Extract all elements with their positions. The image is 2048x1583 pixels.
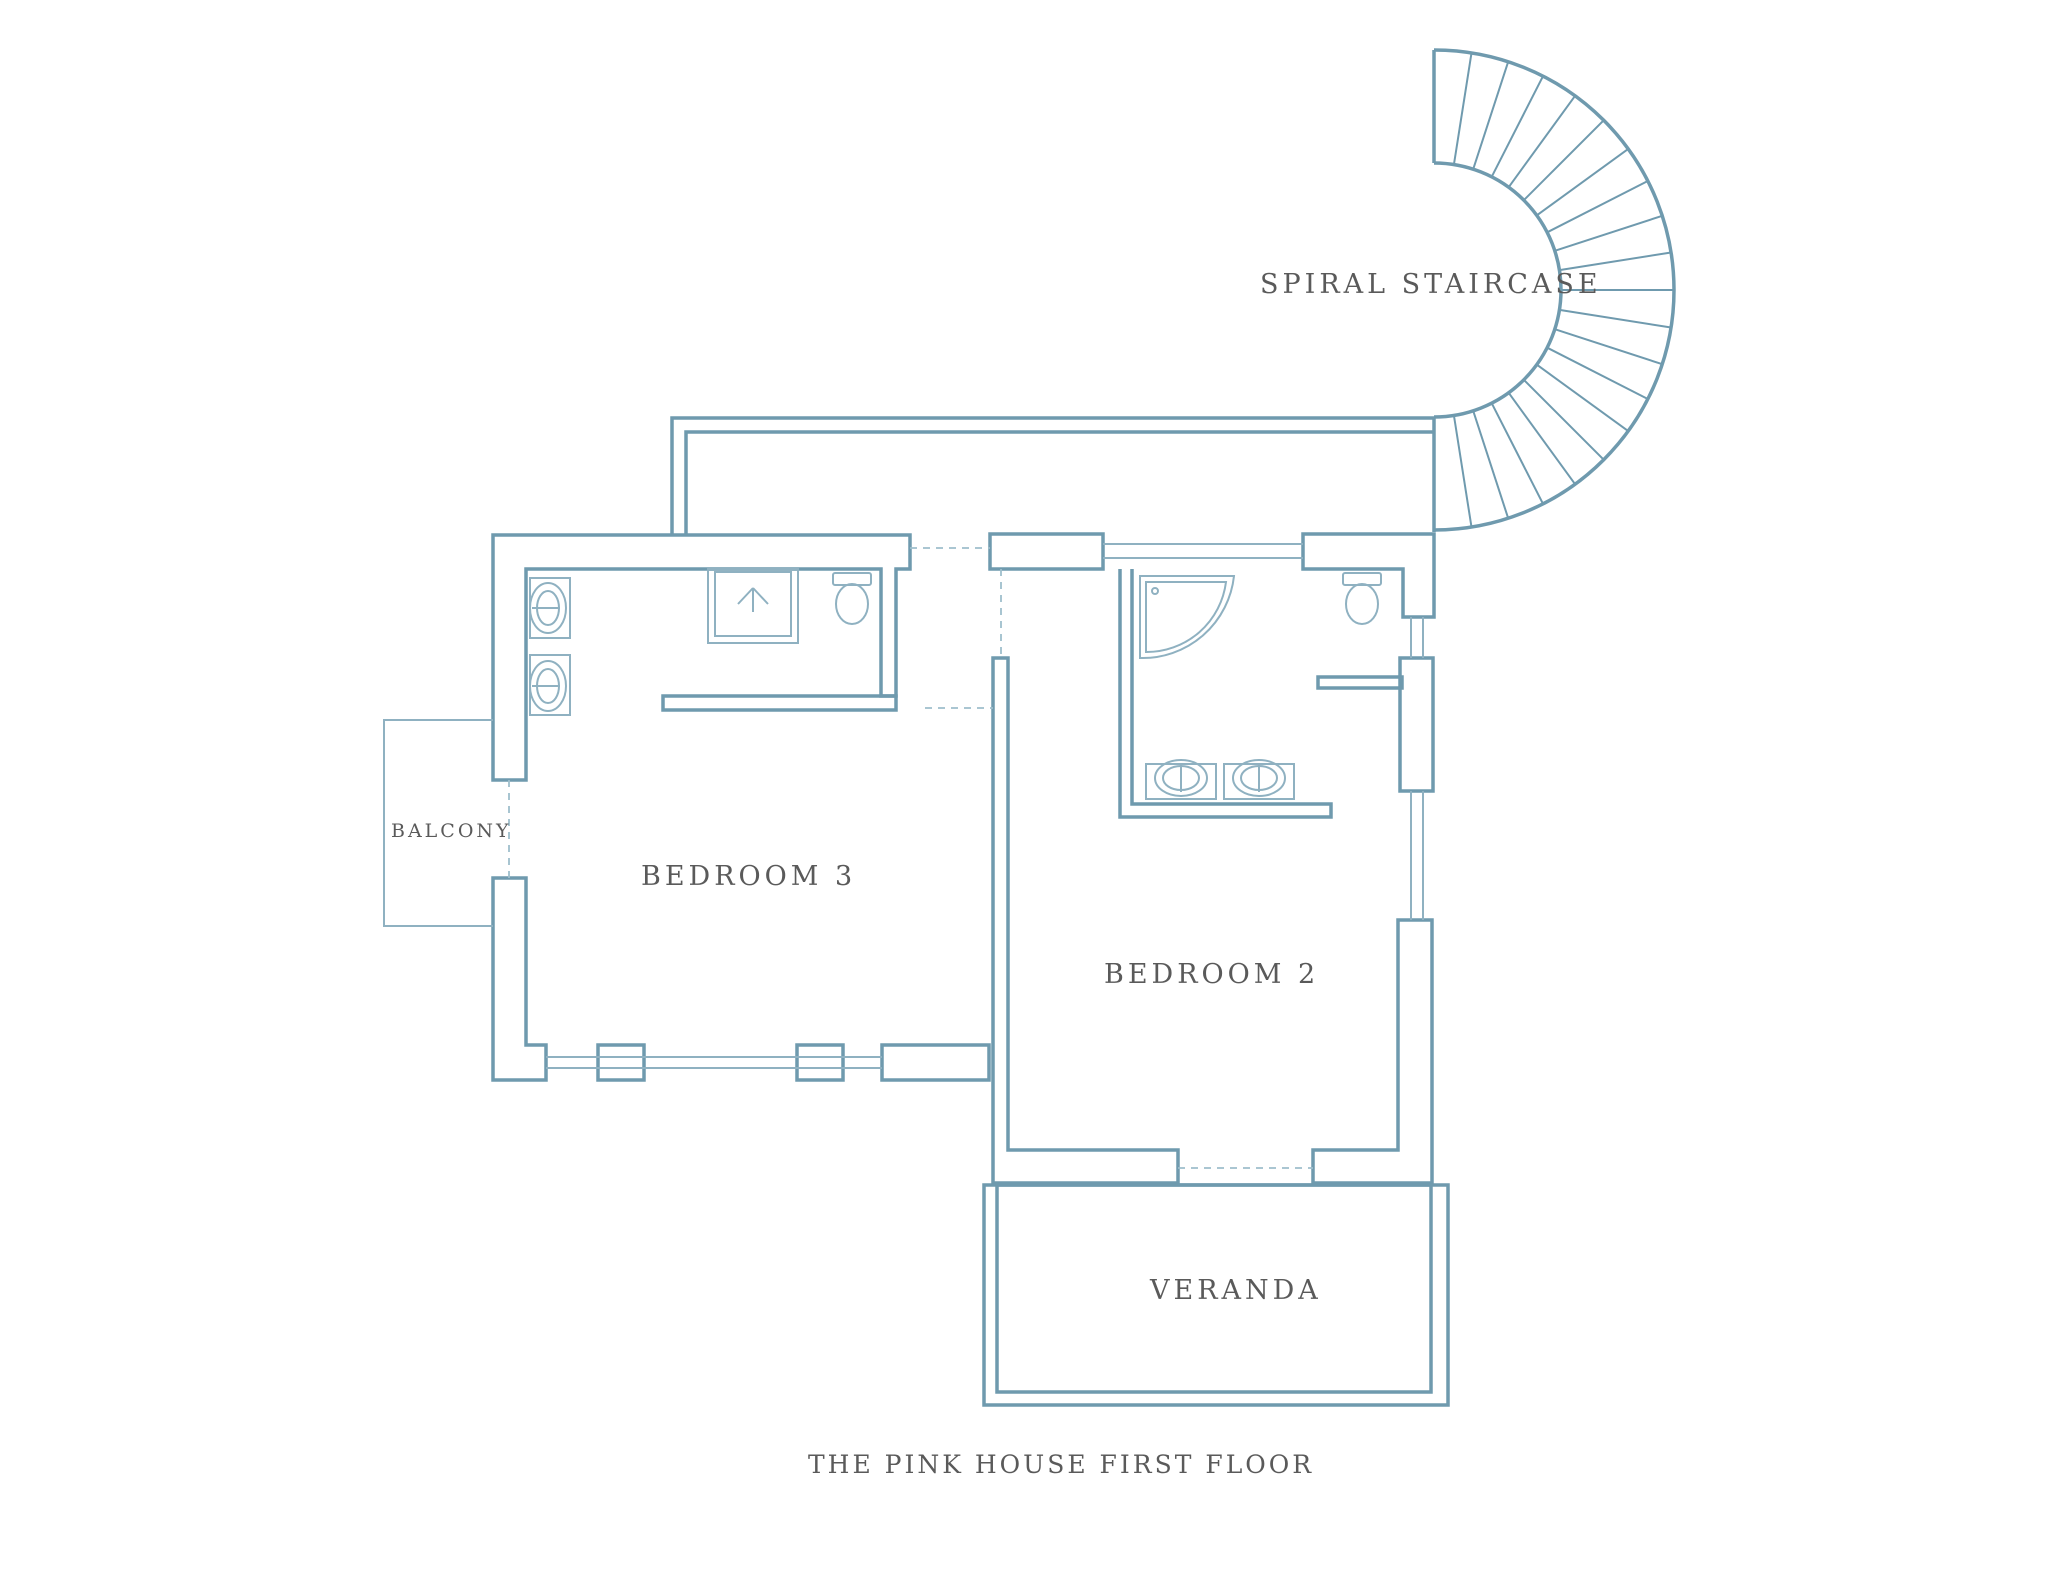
stair-tread	[1536, 363, 1629, 432]
toilet-icon	[1342, 572, 1382, 625]
balcony	[383, 719, 510, 927]
plan-title: THE PINK HOUSE FIRST FLOOR	[808, 1450, 1314, 1479]
veranda-label: VERANDA	[1149, 1275, 1322, 1306]
stair-tread	[1490, 402, 1544, 505]
stair-tread	[1472, 61, 1510, 170]
stair-tread	[1546, 180, 1649, 234]
wall-pier	[1398, 656, 1435, 793]
door-openings	[910, 547, 1002, 709]
veranda	[982, 1183, 1450, 1407]
stair-tread	[1490, 75, 1544, 178]
bedroom-3-walls	[491, 533, 991, 1082]
shower-icon	[707, 568, 799, 644]
wall-segment	[988, 532, 1105, 571]
washbasin-icon	[529, 577, 571, 639]
balcony-label: BALCONY	[391, 820, 512, 842]
stair-tread	[1559, 251, 1672, 272]
toilet-icon	[832, 572, 872, 625]
stair-tread	[1472, 410, 1510, 519]
upper-corridor	[670, 416, 1436, 534]
stair-tread	[1554, 214, 1663, 252]
bedroom-3-label: BEDROOM 3	[641, 861, 856, 892]
stair-tread	[1554, 328, 1663, 366]
shower-icon	[1139, 575, 1236, 660]
window-mullion	[596, 1043, 646, 1082]
bathroom-stub-wall	[1316, 675, 1404, 690]
window-mullion	[795, 1043, 845, 1082]
stair-tread	[1559, 308, 1672, 329]
stair-tread	[1536, 148, 1629, 217]
stair-tread	[1546, 346, 1649, 400]
spiral-staircase-label: SPIRAL STAIRCASE	[1260, 269, 1602, 300]
stair-tread	[1452, 415, 1473, 528]
bedroom-3-bathroom-fixtures	[529, 568, 872, 716]
bedroom-2-walls	[988, 532, 1436, 1185]
stair-treads	[1452, 52, 1674, 528]
spiral-staircase	[1432, 48, 1676, 532]
stair-tread	[1507, 95, 1576, 188]
bathroom-partition-wall	[661, 694, 898, 712]
stair-tread	[1523, 119, 1605, 201]
bedroom-2-label: BEDROOM 2	[1104, 959, 1319, 990]
stair-tread	[1507, 392, 1576, 485]
washbasin-icon	[1223, 759, 1295, 800]
stair-tread	[1523, 379, 1605, 461]
stair-tread	[1452, 52, 1473, 165]
washbasin-icon	[1145, 759, 1217, 800]
bedroom-2-bathroom-fixtures	[1139, 572, 1382, 800]
washbasin-icon	[529, 654, 571, 716]
